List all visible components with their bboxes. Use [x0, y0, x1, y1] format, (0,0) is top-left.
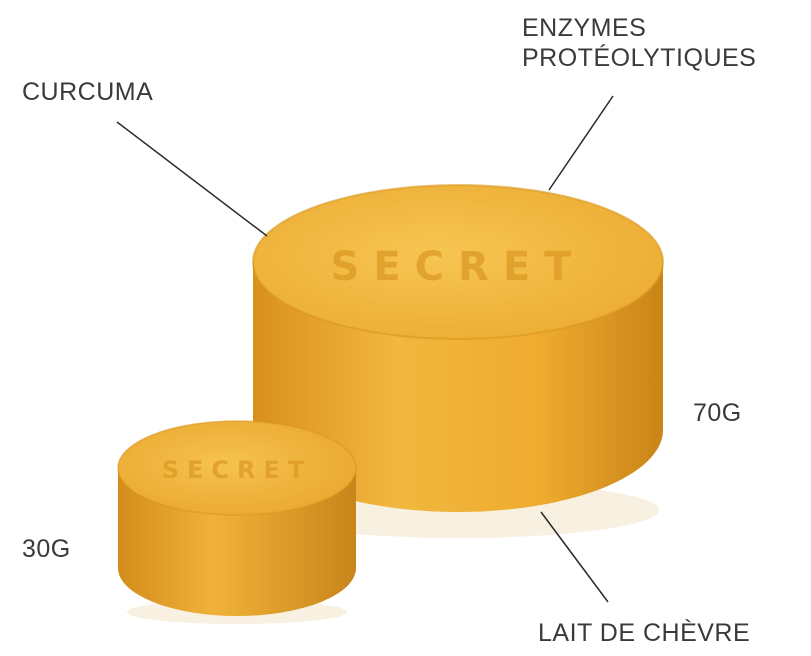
- soap-small-stamp: SECRET: [162, 456, 313, 484]
- enzymes-label-line2: PROTÉOLYTIQUES: [522, 44, 757, 72]
- soap-small: SECRET: [117, 420, 357, 624]
- weight-small-label: 30G: [22, 535, 71, 563]
- soap-large-stamp: SECRET: [331, 244, 586, 290]
- soap-large: SECRET: [252, 184, 664, 538]
- enzymes-label: ENZYMES PROTÉOLYTIQUES: [522, 13, 756, 73]
- enzymes-leader-line: [548, 95, 614, 191]
- curcuma-label: CURCUMA: [22, 78, 154, 106]
- lait-leader-line: [540, 511, 609, 603]
- weight-large-label: 70G: [693, 399, 742, 427]
- enzymes-label-line1: ENZYMES: [522, 14, 647, 42]
- curcuma-leader-line: [116, 121, 268, 237]
- lait-label: LAIT DE CHÈVRE: [538, 619, 751, 647]
